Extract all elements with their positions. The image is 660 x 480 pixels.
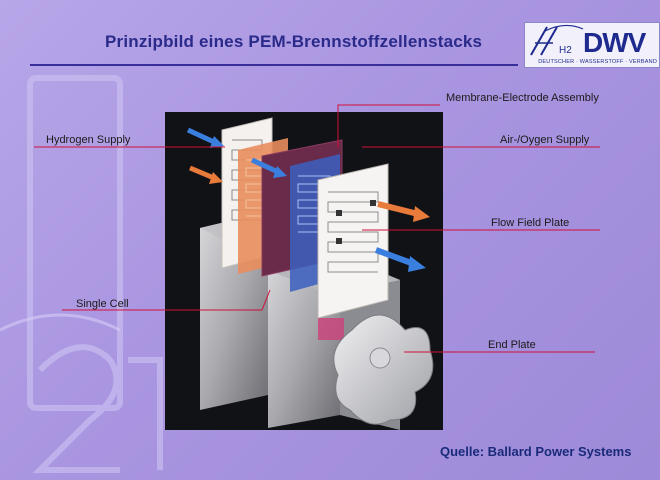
h2-logo-icon: H2 xyxy=(530,24,584,56)
title-underline xyxy=(30,64,518,66)
label-end-plate: End Plate xyxy=(488,339,536,351)
page-title: Prinzipbild eines PEM-Brennstoffzellenst… xyxy=(105,32,483,51)
end-plate xyxy=(333,314,434,425)
dwv-logo: H2 DWV DEUTSCHER · WASSERSTOFF · VERBAND xyxy=(524,22,660,68)
air-flow-arrows xyxy=(374,201,430,272)
hydrogen-flow-arrows xyxy=(186,127,287,184)
mea-leader-line xyxy=(337,104,440,148)
label-single-cell: Single Cell xyxy=(76,298,129,310)
logo-text: DWV xyxy=(583,27,646,58)
label-membrane-electrode-assembly: Membrane-Electrode Assembly xyxy=(446,92,599,104)
label-leader-lines xyxy=(34,104,600,353)
flow-field-plate-front xyxy=(317,163,389,319)
background-h2-watermark xyxy=(0,75,163,473)
label-air-supply: Air-/Oygen Supply xyxy=(500,134,590,146)
label-hydrogen-supply: Hydrogen Supply xyxy=(46,134,131,146)
single-cell-leader-line xyxy=(62,289,271,311)
logo-subtitle: DEUTSCHER · WASSERSTOFF · VERBAND xyxy=(538,59,657,65)
label-flow-field-plate: Flow Field Plate xyxy=(491,217,570,229)
logo-mark: H2 xyxy=(559,45,572,56)
source-credit: Quelle: Ballard Power Systems xyxy=(440,444,632,459)
